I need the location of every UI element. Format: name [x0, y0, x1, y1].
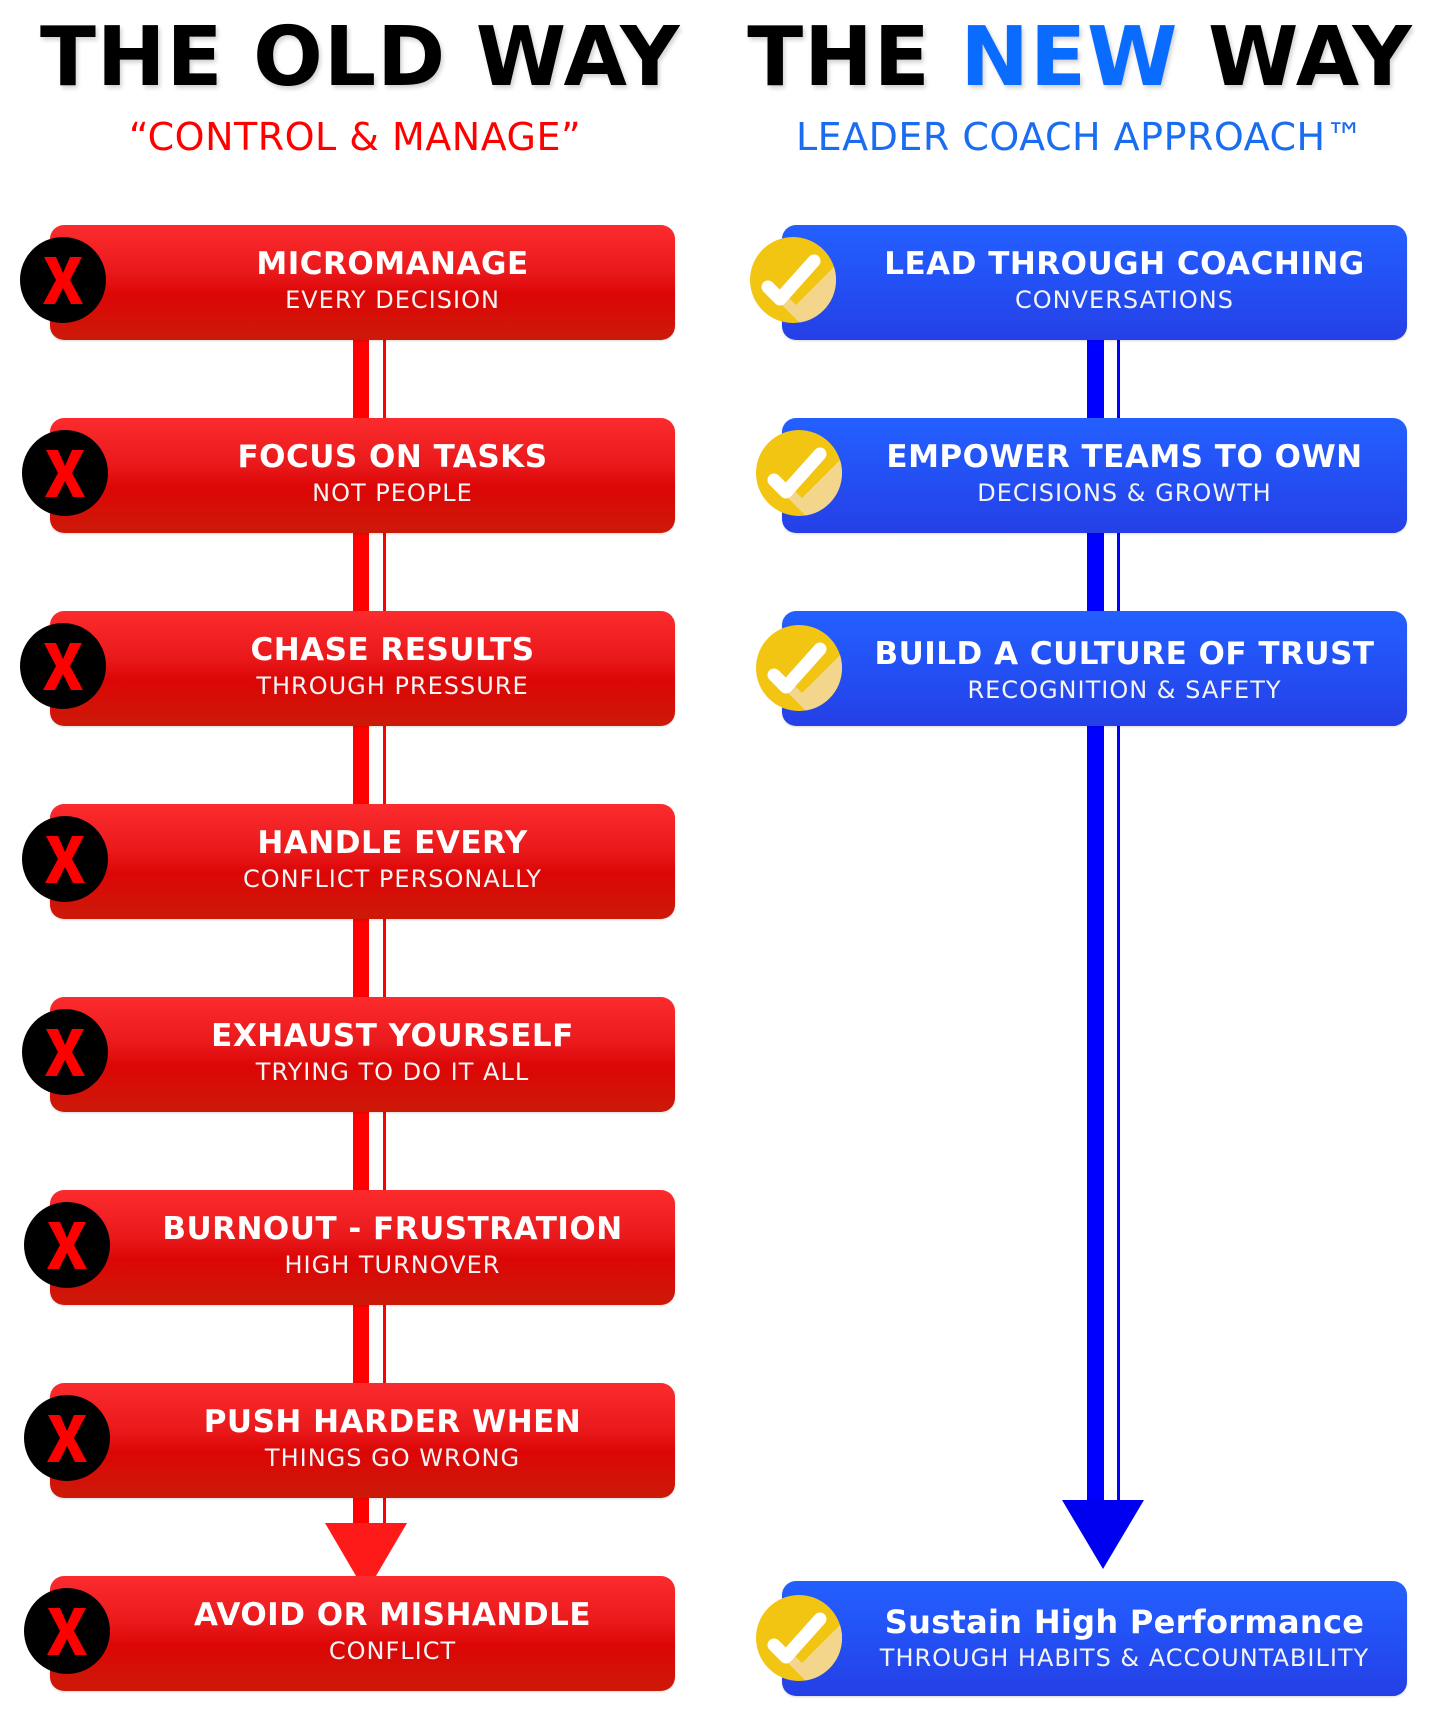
new-way-title: THE NEW WAY — [745, 8, 1415, 108]
x-mark-icon — [22, 1009, 108, 1095]
old-way-step: FOCUS ON TASKS NOT PEOPLE — [22, 418, 675, 533]
step-subtitle: THINGS GO WRONG — [264, 1444, 521, 1472]
old-way-connector-thin — [383, 340, 386, 1525]
x-mark-icon — [24, 1588, 110, 1674]
step-subtitle: TRYING TO DO IT ALL — [255, 1058, 530, 1086]
x-mark-icon — [24, 1202, 110, 1288]
new-way-title-prefix: THE — [747, 10, 961, 105]
step-subtitle: CONVERSATIONS — [1015, 286, 1234, 314]
old-way-step: MICROMANAGE EVERY DECISION — [20, 225, 675, 340]
step-subtitle: EVERY DECISION — [285, 286, 500, 314]
x-mark-icon — [24, 1395, 110, 1481]
step-title: AVOID OR MISHANDLE — [193, 1597, 591, 1633]
new-way-step: EMPOWER TEAMS TO OWN DECISIONS & GROWTH — [756, 418, 1407, 533]
new-way-subtitle: LEADER COACH APPROACH™ — [795, 115, 1365, 159]
step-subtitle: THROUGH HABITS & ACCOUNTABILITY — [879, 1644, 1370, 1672]
step-title: BUILD A CULTURE OF TRUST — [874, 636, 1375, 672]
step-subtitle: THROUGH PRESSURE — [256, 672, 529, 700]
step-title: CHASE RESULTS — [250, 632, 535, 668]
step-title: EXHAUST YOURSELF — [211, 1018, 574, 1054]
step-title: PUSH HARDER WHEN — [203, 1404, 582, 1440]
old-way-step: EXHAUST YOURSELF TRYING TO DO IT ALL — [22, 997, 675, 1112]
new-way-step: LEAD THROUGH COACHING CONVERSATIONS — [750, 225, 1407, 340]
step-title: Sustain High Performance — [884, 1603, 1365, 1641]
step-subtitle: RECOGNITION & SAFETY — [967, 676, 1282, 704]
checkmark-icon — [756, 1595, 842, 1681]
old-way-step: AVOID OR MISHANDLE CONFLICT — [24, 1576, 675, 1691]
step-subtitle: HIGH TURNOVER — [284, 1251, 501, 1279]
x-mark-icon — [20, 623, 106, 709]
new-way-title-highlight: NEW — [960, 10, 1179, 105]
new-way-title-suffix: WAY — [1178, 10, 1413, 105]
x-mark-icon — [22, 816, 108, 902]
x-mark-icon — [22, 430, 108, 516]
new-way-arrowhead-icon — [1062, 1500, 1144, 1569]
x-mark-icon — [20, 237, 106, 323]
step-title: EMPOWER TEAMS TO OWN — [886, 439, 1363, 475]
step-subtitle: CONFLICT — [328, 1637, 457, 1665]
old-way-step: HANDLE EVERY CONFLICT PERSONALLY — [22, 804, 675, 919]
checkmark-icon — [756, 430, 842, 516]
step-title: HANDLE EVERY — [257, 825, 528, 861]
new-way-step: BUILD A CULTURE OF TRUST RECOGNITION & SA… — [756, 611, 1407, 726]
step-title: MICROMANAGE — [256, 246, 529, 282]
new-way-connector-thin — [1117, 340, 1120, 1502]
old-way-title: THE OLD WAY — [40, 10, 681, 105]
step-subtitle: NOT PEOPLE — [312, 479, 473, 507]
step-title: FOCUS ON TASKS — [237, 439, 548, 475]
old-way-step: PUSH HARDER WHEN THINGS GO WRONG — [24, 1383, 675, 1498]
checkmark-icon — [756, 625, 842, 711]
checkmark-icon — [750, 237, 836, 323]
step-subtitle: CONFLICT PERSONALLY — [243, 865, 542, 893]
old-way-step: BURNOUT - FRUSTRATION HIGH TURNOVER — [24, 1190, 675, 1305]
old-way-subtitle: “CONTROL & MANAGE” — [128, 115, 582, 159]
step-subtitle: DECISIONS & GROWTH — [977, 479, 1272, 507]
step-title: BURNOUT - FRUSTRATION — [162, 1211, 623, 1247]
step-title: LEAD THROUGH COACHING — [884, 246, 1365, 282]
old-way-step: CHASE RESULTS THROUGH PRESSURE — [20, 611, 675, 726]
